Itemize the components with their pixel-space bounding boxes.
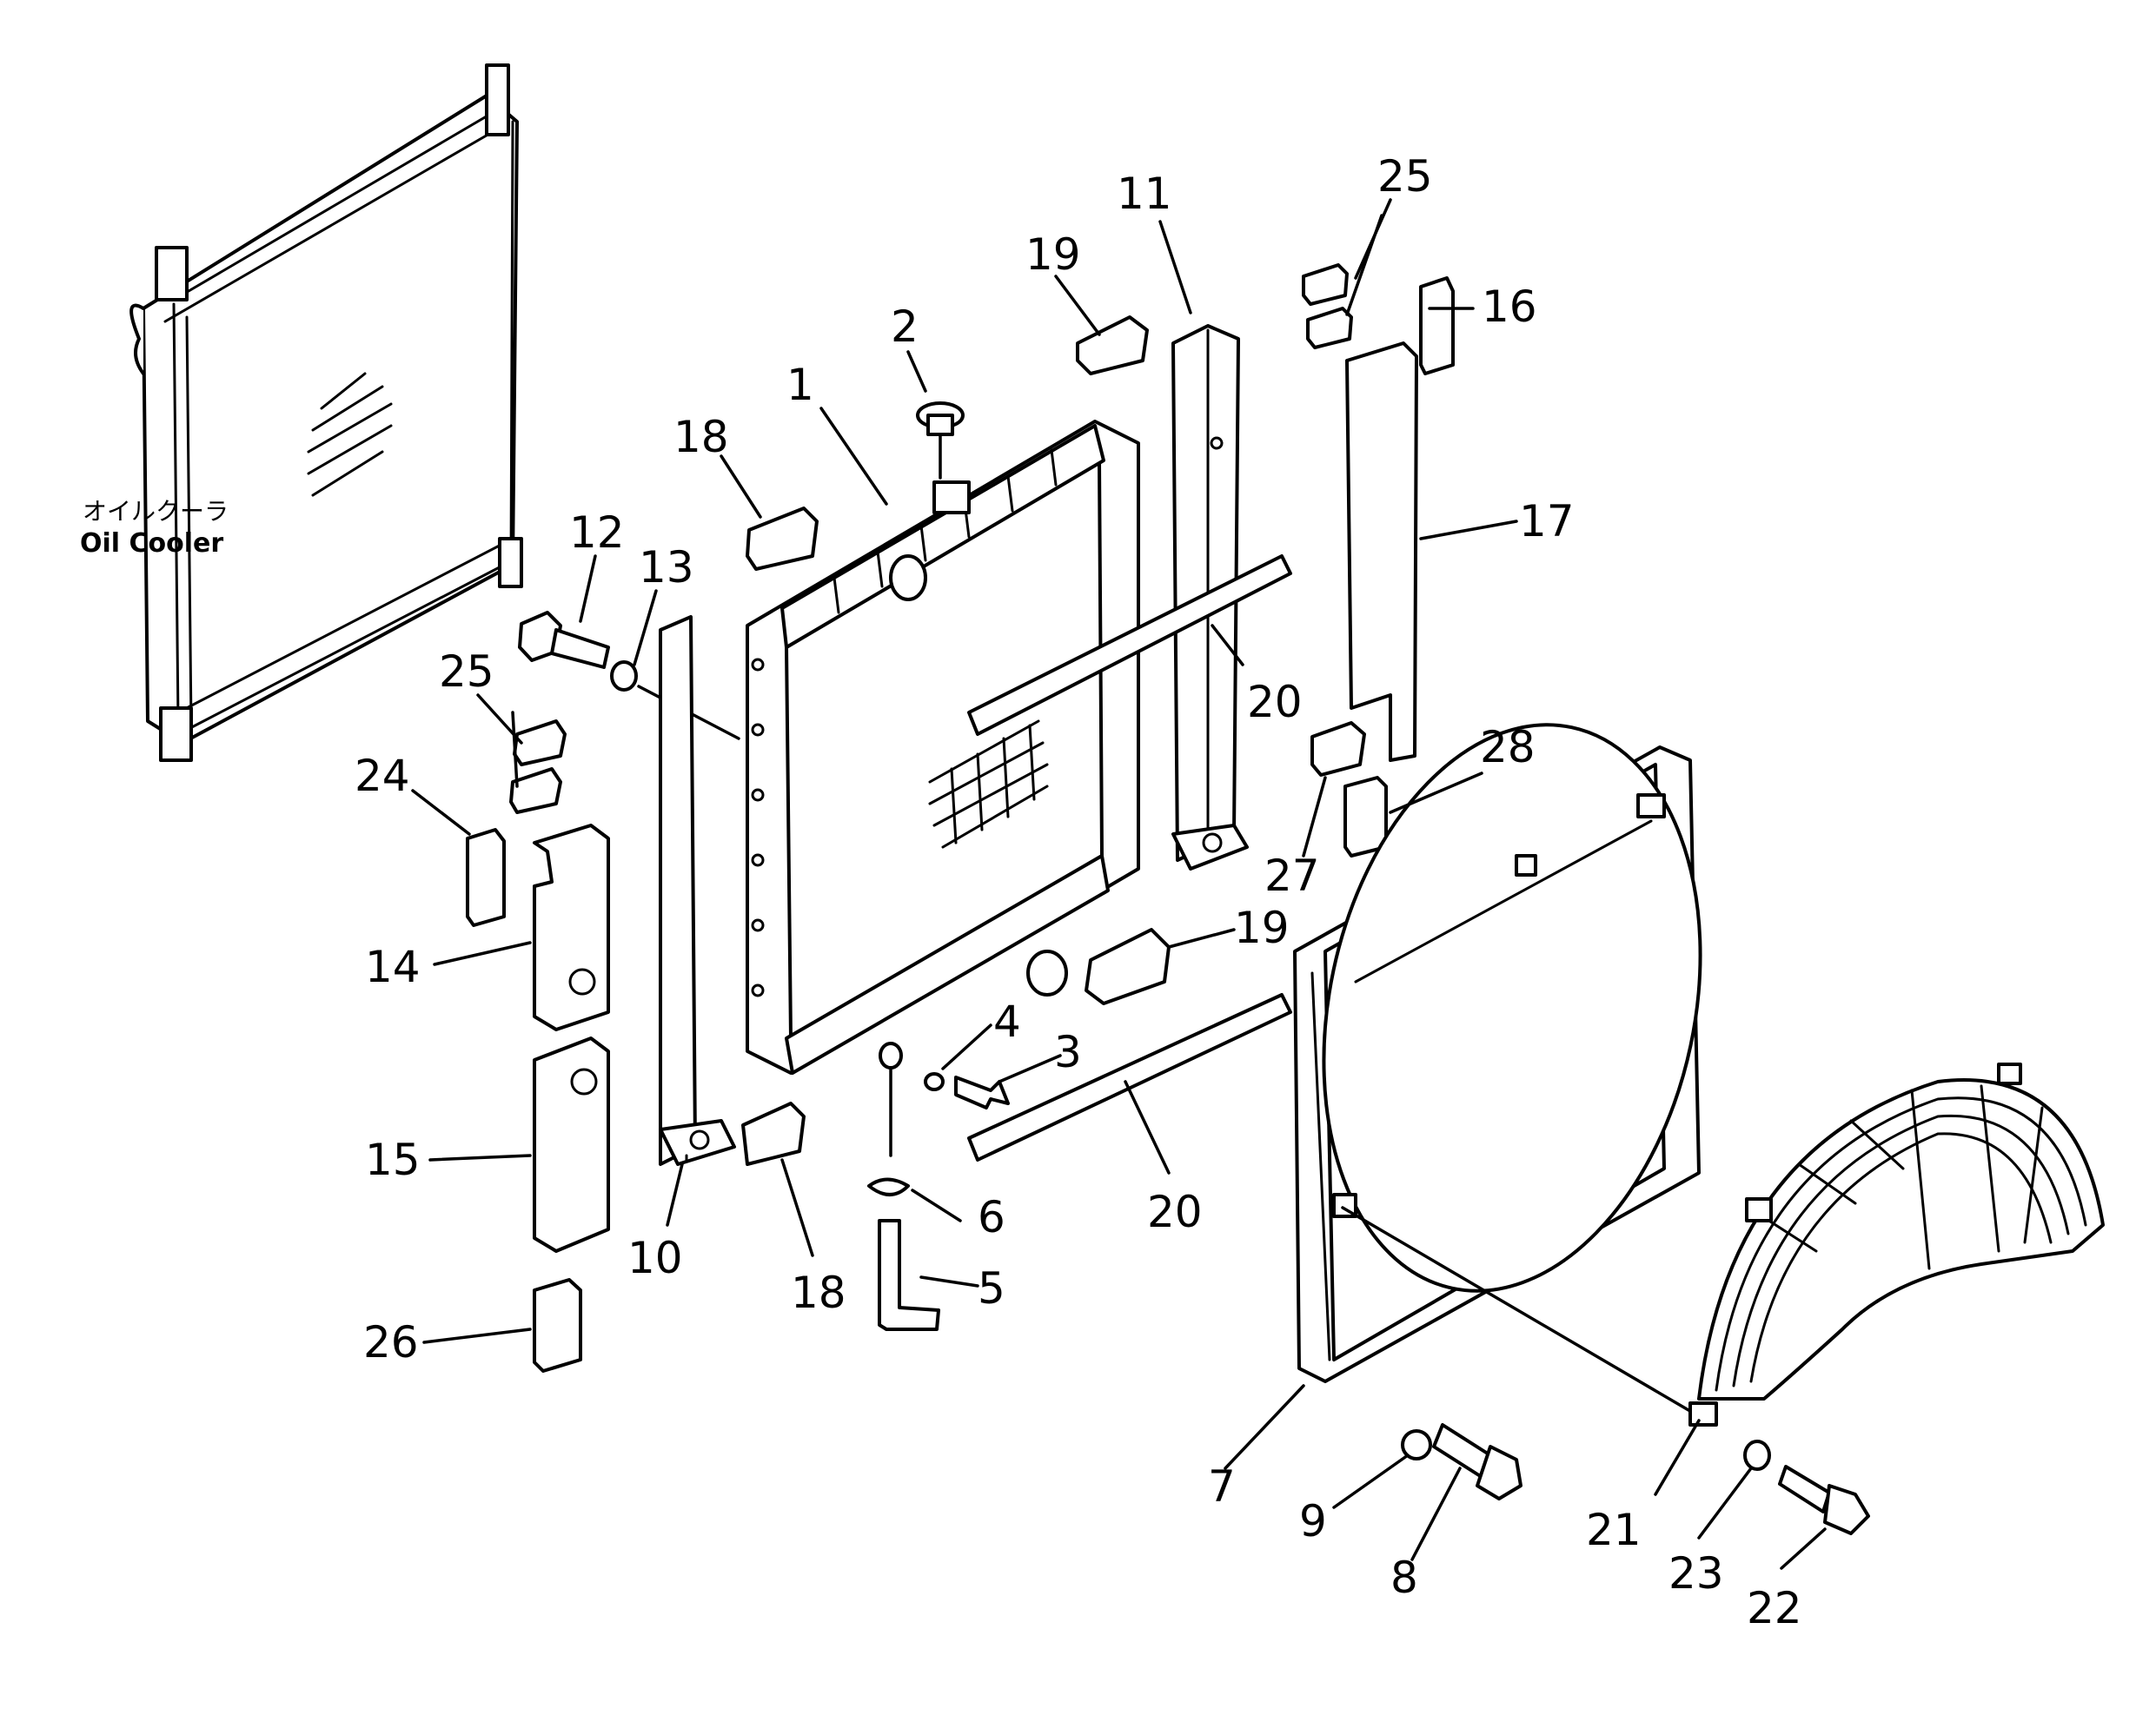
fan-shroud xyxy=(1293,723,1702,1383)
pad-19-upper xyxy=(1076,315,1149,375)
callout-10: 10 xyxy=(627,1233,683,1283)
callout-24: 24 xyxy=(355,751,410,801)
callout-23: 23 xyxy=(1668,1548,1724,1599)
block-26 xyxy=(533,1278,582,1373)
radiator-cap xyxy=(916,401,965,480)
callout-15: 15 xyxy=(365,1135,421,1185)
callout-27: 27 xyxy=(1264,851,1320,901)
oil-cooler-label-en: Oil Cooler xyxy=(80,528,223,559)
pad-18-upper xyxy=(746,507,819,571)
callout-5: 5 xyxy=(978,1263,1005,1314)
callout-16: 16 xyxy=(1482,281,1537,332)
callout-18b: 18 xyxy=(791,1268,846,1318)
callout-25b: 25 xyxy=(439,646,494,697)
oil-cooler: オイルクーラ Oil Cooler xyxy=(80,63,523,762)
callout-25a: 25 xyxy=(1377,151,1433,202)
callout-17: 17 xyxy=(1519,496,1575,546)
callout-22: 22 xyxy=(1747,1583,1802,1633)
callout-numbers: 1 2 3 4 5 6 7 8 9 10 11 12 13 14 15 16 1… xyxy=(355,151,1802,1633)
callout-1: 1 xyxy=(786,360,814,410)
seal-17 xyxy=(1345,341,1418,762)
seal-bar-lower xyxy=(967,993,1292,1162)
callout-3: 3 xyxy=(1054,1027,1082,1077)
callout-6: 6 xyxy=(978,1192,1005,1242)
block-25-b xyxy=(1306,307,1353,349)
seal-15 xyxy=(533,1037,610,1253)
washer-23 xyxy=(1743,1440,1771,1471)
left-bracket xyxy=(659,615,736,1166)
callout-28: 28 xyxy=(1480,722,1536,772)
drain-cock xyxy=(954,1076,1010,1109)
callout-19a: 19 xyxy=(1025,229,1081,280)
drain-hose xyxy=(878,1219,940,1331)
callout-13: 13 xyxy=(639,542,694,593)
o-ring xyxy=(924,1072,945,1091)
drain-fitting xyxy=(879,1042,903,1070)
fan-guard xyxy=(1688,1063,2105,1427)
callout-26: 26 xyxy=(363,1317,419,1368)
hose-clamp xyxy=(867,1177,910,1196)
washer-13 xyxy=(610,660,638,692)
seal-bar-upper xyxy=(967,554,1292,736)
block-25-d xyxy=(509,767,562,814)
bolt-12 xyxy=(518,611,610,669)
callout-19b: 19 xyxy=(1234,903,1290,953)
callout-2: 2 xyxy=(891,301,919,352)
leader-lines xyxy=(411,198,1827,1570)
callout-14: 14 xyxy=(365,942,421,992)
radiator xyxy=(746,420,1140,1075)
callout-18a: 18 xyxy=(673,412,729,462)
callout-11: 11 xyxy=(1117,169,1172,219)
callout-20b: 20 xyxy=(1147,1187,1203,1237)
oil-cooler-label-jp: オイルクーラ xyxy=(83,497,229,526)
callout-7: 7 xyxy=(1208,1461,1236,1512)
pad-18-lower xyxy=(741,1102,806,1166)
callout-12: 12 xyxy=(569,507,625,558)
block-16 xyxy=(1419,276,1455,375)
block-24 xyxy=(466,828,506,927)
callout-8: 8 xyxy=(1390,1553,1418,1603)
callout-4: 4 xyxy=(993,997,1021,1047)
block-27 xyxy=(1310,721,1366,777)
callout-21: 21 xyxy=(1586,1505,1642,1555)
block-25-a xyxy=(1302,263,1349,306)
bolt-8 xyxy=(1432,1423,1522,1500)
washer-9 xyxy=(1401,1429,1432,1460)
shroud-dash-line xyxy=(1341,1206,1701,1418)
pad-19-lower xyxy=(1085,928,1171,1005)
seal-14 xyxy=(533,824,610,1031)
bolt-22 xyxy=(1778,1465,1870,1535)
callout-9: 9 xyxy=(1299,1496,1327,1546)
callout-20a: 20 xyxy=(1247,677,1303,727)
